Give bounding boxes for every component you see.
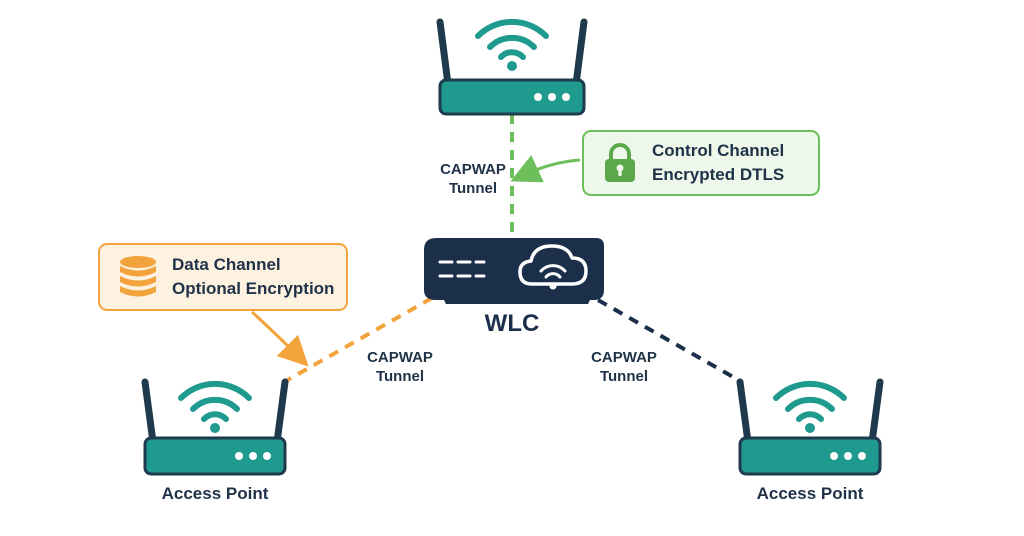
ap-right-label: Access Point — [756, 484, 864, 503]
link-right-label: CAPWAP Tunnel — [576, 348, 672, 386]
ap-top-router-icon — [436, 18, 588, 116]
control-callout-arrow — [510, 155, 581, 183]
link-right — [597, 298, 743, 384]
ap-left-label: Access Point — [161, 484, 269, 503]
data-callout-arrow — [250, 310, 309, 367]
link-top-label: CAPWAP Tunnel — [425, 160, 521, 198]
wlc-label: WLC — [484, 310, 540, 337]
ap-left-router-icon — [141, 378, 289, 476]
cloud-wifi-icon — [518, 244, 588, 290]
data-channel-callout: Data Channel Optional Encryption — [98, 243, 348, 311]
link-left-label-line1: CAPWAP — [367, 349, 433, 366]
database-icon — [120, 256, 156, 297]
control-callout-line1: Control Channel — [652, 141, 785, 160]
link-right-label-line1: CAPWAP — [591, 349, 657, 366]
wlc-device-icon — [424, 238, 604, 304]
ap-right-router-icon — [736, 378, 884, 476]
data-callout-line2: Optional Encryption — [172, 279, 335, 298]
link-left-label: CAPWAP Tunnel — [352, 348, 448, 386]
padlock-icon — [605, 143, 635, 182]
link-top-label-line1: CAPWAP — [440, 161, 506, 178]
control-callout-line2: Encrypted DTLS — [652, 165, 785, 184]
link-right-label-line2: Tunnel — [599, 368, 649, 385]
control-channel-callout: Control Channel Encrypted DTLS — [582, 130, 820, 196]
data-callout-line1: Data Channel — [172, 255, 281, 274]
link-top-label-line2: Tunnel — [448, 180, 498, 197]
link-left-label-line2: Tunnel — [375, 368, 425, 385]
